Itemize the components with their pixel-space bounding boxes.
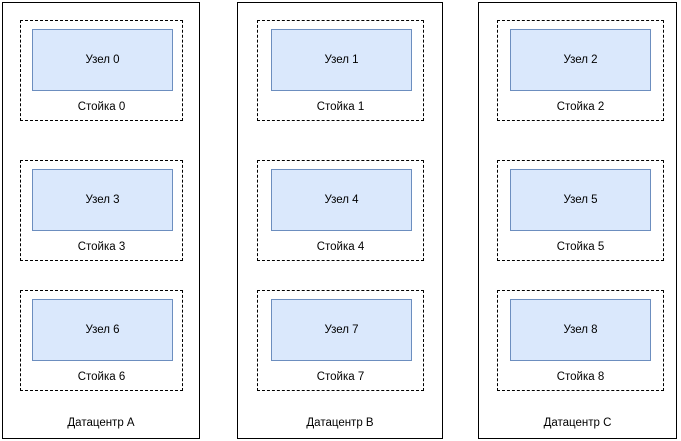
rack-container-3[interactable]: Узел 3 Стойка 3 xyxy=(20,160,183,261)
rack-label: Стойка 1 xyxy=(316,101,365,113)
datacenter-label: Датацентр C xyxy=(543,417,612,429)
node-label: Узел 2 xyxy=(563,54,598,66)
rack-label: Стойка 5 xyxy=(556,241,605,253)
node-box-1[interactable]: Узел 1 xyxy=(271,29,412,91)
node-box-8[interactable]: Узел 8 xyxy=(510,299,651,361)
node-box-0[interactable]: Узел 0 xyxy=(32,29,173,91)
rack-label: Стойка 4 xyxy=(316,241,365,253)
rack-container-7[interactable]: Узел 7 Стойка 7 xyxy=(257,290,424,391)
rack-container-2[interactable]: Узел 2 Стойка 2 xyxy=(497,20,664,121)
rack-label: Стойка 7 xyxy=(316,371,365,383)
datacenter-container-b[interactable]: Узел 1 Стойка 1 Узел 4 Стойка 4 Узел 7 С… xyxy=(237,2,443,439)
rack-label: Стойка 6 xyxy=(77,371,126,383)
node-label: Узел 1 xyxy=(324,54,359,66)
rack-label: Стойка 8 xyxy=(556,371,605,383)
node-box-2[interactable]: Узел 2 xyxy=(510,29,651,91)
rack-container-6[interactable]: Узел 6 Стойка 6 xyxy=(20,290,183,391)
datacenter-container-c[interactable]: Узел 2 Стойка 2 Узел 5 Стойка 5 Узел 8 С… xyxy=(478,2,677,439)
node-box-4[interactable]: Узел 4 xyxy=(271,169,412,231)
node-box-7[interactable]: Узел 7 xyxy=(271,299,412,361)
node-label: Узел 0 xyxy=(85,54,120,66)
node-label: Узел 5 xyxy=(563,194,598,206)
datacenter-container-a[interactable]: Узел 0 Стойка 0 Узел 3 Стойка 3 Узел 6 С… xyxy=(2,2,200,439)
rack-label: Стойка 0 xyxy=(77,101,126,113)
rack-container-0[interactable]: Узел 0 Стойка 0 xyxy=(20,20,183,121)
rack-container-4[interactable]: Узел 4 Стойка 4 xyxy=(257,160,424,261)
node-box-5[interactable]: Узел 5 xyxy=(510,169,651,231)
rack-container-1[interactable]: Узел 1 Стойка 1 xyxy=(257,20,424,121)
rack-container-5[interactable]: Узел 5 Стойка 5 xyxy=(497,160,664,261)
node-label: Узел 7 xyxy=(324,324,359,336)
datacenter-label: Датацентр B xyxy=(306,417,374,429)
rack-container-8[interactable]: Узел 8 Стойка 8 xyxy=(497,290,664,391)
rack-label: Стойка 3 xyxy=(77,241,126,253)
node-box-6[interactable]: Узел 6 xyxy=(32,299,173,361)
node-label: Узел 8 xyxy=(563,324,598,336)
node-label: Узел 6 xyxy=(85,324,120,336)
datacenter-label: Датацентр A xyxy=(67,417,135,429)
rack-label: Стойка 2 xyxy=(556,101,605,113)
node-label: Узел 4 xyxy=(324,194,359,206)
node-label: Узел 3 xyxy=(85,194,120,206)
node-box-3[interactable]: Узел 3 xyxy=(32,169,173,231)
